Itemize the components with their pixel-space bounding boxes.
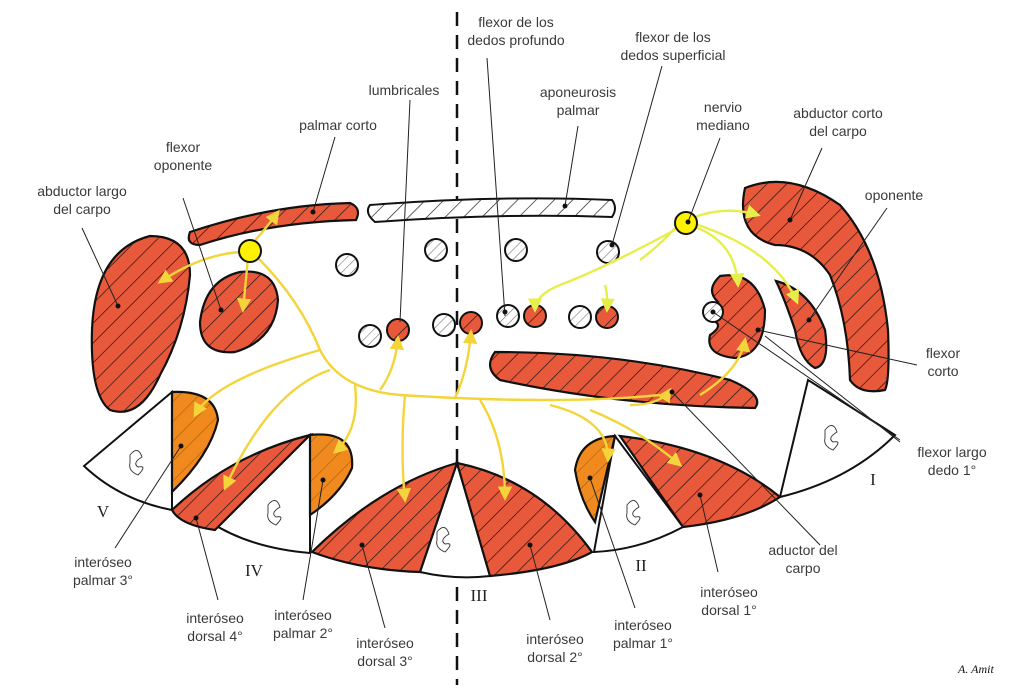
interoseo-dorsal-1: [617, 434, 782, 529]
numeral-V: V: [97, 502, 110, 521]
interoseo-dorsal-4: [170, 432, 314, 532]
numeral-II: II: [635, 556, 647, 575]
metacarpal-III: [418, 459, 492, 579]
numeral-III: III: [471, 586, 488, 605]
lumbrical: [459, 311, 483, 335]
tendon-white: [424, 238, 448, 262]
tendon-white: [504, 238, 528, 262]
numeral-I: I: [870, 470, 876, 489]
label-palmar-corto: palmar corto: [299, 117, 377, 133]
metacarpal-I: [778, 378, 897, 499]
tendons: [335, 238, 724, 348]
abductor-largo-muscle: [90, 234, 192, 413]
aponeurosis-palmar: [366, 197, 616, 224]
metacarpal-II: [592, 433, 685, 554]
nerve-branches-ulnar: [157, 209, 751, 503]
flexor-corto-muscle: [708, 274, 767, 360]
marrow-scribbles: [129, 425, 839, 553]
tendon-white: [432, 313, 456, 337]
tendon-white: [568, 305, 592, 329]
tendon-flexor-profundo: [496, 304, 520, 328]
numeral-IV: IV: [245, 561, 264, 580]
aductor-carpo-muscle: [488, 350, 759, 410]
palmar-corto-muscle: [187, 201, 360, 247]
label-oponente: oponente: [865, 187, 924, 203]
oponente-muscle: [773, 279, 828, 370]
interoseo-palmar-2: [308, 433, 354, 518]
tendon-white: [358, 324, 382, 348]
lumbrical: [386, 318, 410, 342]
tendon-white: [335, 253, 359, 277]
interoseo-dorsal-2: [455, 461, 594, 578]
nervio-cubital: [238, 239, 262, 263]
nerve-branches-median: [527, 204, 800, 313]
label-lumbricales: lumbricales: [369, 82, 440, 98]
abductor-corto-muscle: [741, 180, 890, 393]
interoseo-palmar-3: [170, 390, 220, 495]
author-signature: A. Amit: [957, 662, 994, 676]
leader-lines: [81, 57, 918, 629]
metacarpals: [82, 378, 897, 579]
metacarpal-V: [82, 389, 173, 512]
metacarpal-numerals: V IV III II I: [97, 470, 876, 605]
interoseo-dorsal-3: [310, 461, 459, 574]
